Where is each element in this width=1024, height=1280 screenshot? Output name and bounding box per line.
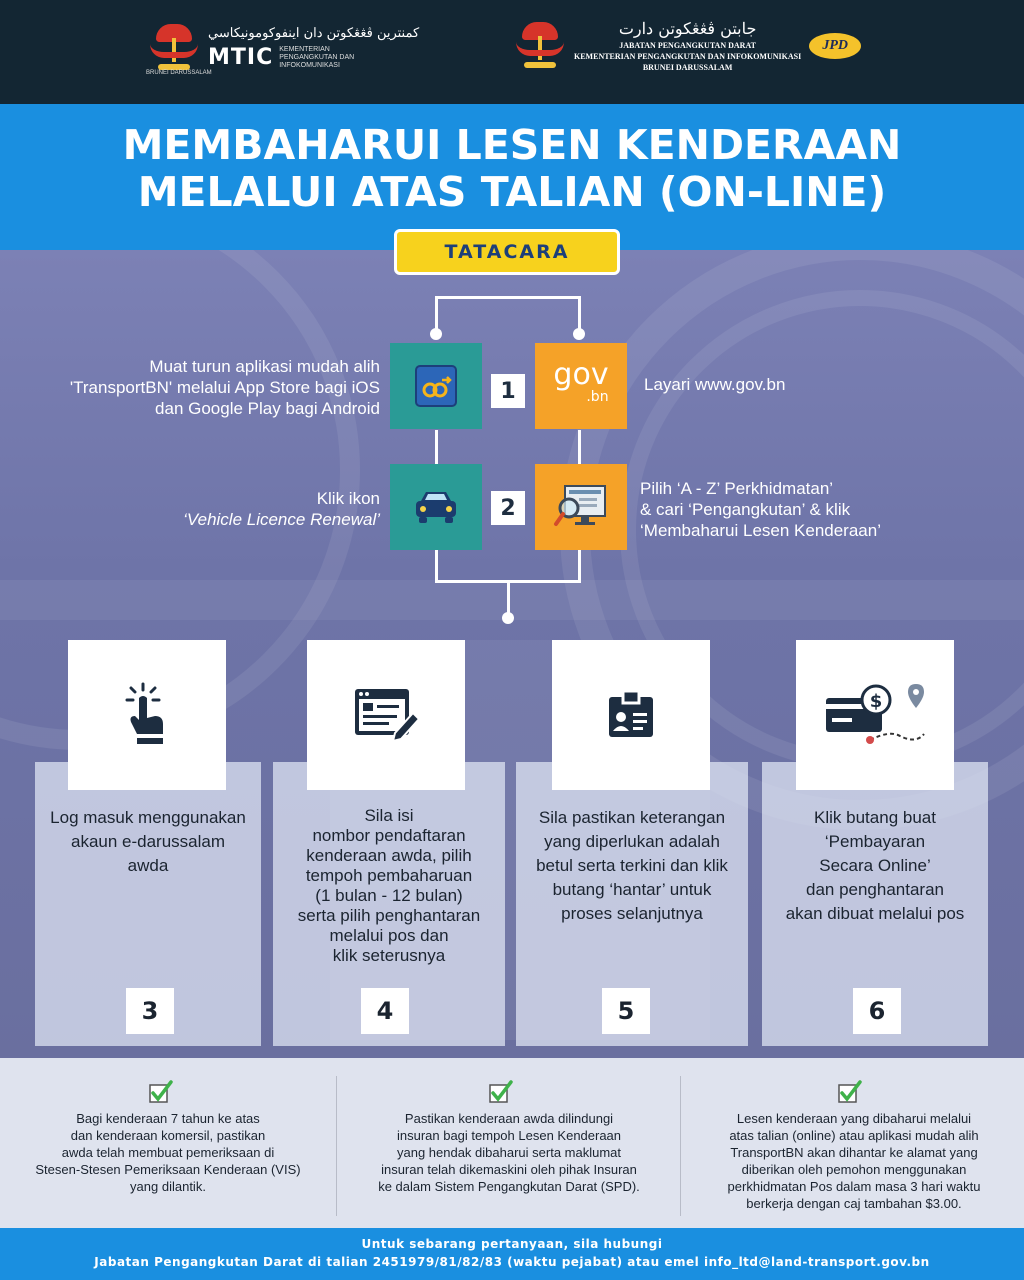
step-number-3: 3 (126, 988, 174, 1034)
app-icon-box (390, 343, 482, 429)
jpd-line1: JABATAN PENGANGKUTAN DARAT (619, 41, 756, 50)
jpd-line2: KEMENTERIAN PENGANGKUTAN DAN INFOKOMUNIK… (574, 52, 802, 61)
crest-caption: BRUNEI DARUSSALAM (146, 70, 212, 76)
gov-logo-box: gov .bn (535, 343, 627, 429)
jpd-badge: JPD (809, 33, 862, 59)
step-number-2: 2 (491, 491, 525, 525)
jpd-jawi: جابتن ڤڠڠكوتن دارت (618, 19, 757, 38)
divider (336, 1076, 337, 1216)
brunei-crest-icon: BRUNEI DARUSSALAM (146, 20, 212, 76)
connector (435, 430, 438, 464)
payment-delivery-icon: $ (826, 684, 925, 744)
title-line-2: MELALUI ATAS TALIAN (ON-LINE) (137, 168, 887, 216)
id-card-icon (609, 689, 653, 737)
form-edit-icon-box (307, 640, 465, 790)
connector-dot (430, 328, 442, 340)
app-icon (415, 365, 457, 407)
step5-text: Sila pastikan keterangan yang diperlukan… (536, 808, 728, 923)
connector-dot (573, 328, 585, 340)
step-number-6: 6 (853, 988, 901, 1034)
step1-right-text: Layari www.gov.bn (644, 375, 786, 394)
connector (578, 550, 581, 582)
step3-text: Log masuk menggunakan akaun e-darussalam… (50, 808, 246, 875)
step2-left-text: Klik ikon ‘Vehicle Licence Renewal’ (183, 489, 380, 529)
mtic-brand: MTIC (208, 45, 274, 70)
checkmark-icon (489, 1080, 513, 1103)
footer-line-1: Untuk sebarang pertanyaan, sila hubungi (361, 1237, 663, 1251)
connector (435, 550, 438, 582)
mtic-logo: BRUNEI DARUSSALAM كمنترين ڤڠڠكوتن دان اي… (146, 20, 420, 76)
car-icon (416, 492, 456, 523)
connector (578, 430, 581, 464)
step4-text: Sila isi nombor pendaftaran kenderaan aw… (297, 806, 481, 965)
note-2: Pastikan kenderaan awda dilindungi insur… (378, 1111, 640, 1194)
svg-text:$: $ (870, 691, 883, 712)
connector (578, 296, 581, 336)
form-edit-icon (355, 689, 421, 743)
id-card-icon-box (552, 640, 710, 790)
mtic-jawi: كمنترين ڤڠڠكوتن دان اينفوكومونيكاسي (208, 26, 420, 41)
checkmark-icon (838, 1080, 862, 1103)
connector-dot (502, 612, 514, 624)
tap-hand-icon-box (68, 640, 226, 790)
connector-top (435, 296, 581, 299)
jpd-line3: BRUNEI DARUSSALAM (642, 63, 733, 72)
title-line-1: MEMBAHARUI LESEN KENDERAAN (122, 121, 902, 169)
step6-text: Klik butang buat ‘Pembayaran Secara Onli… (785, 808, 965, 923)
note-1: Bagi kenderaan 7 tahun ke atas dan kende… (35, 1111, 301, 1194)
footer-line-2: Jabatan Pengangkutan Darat di talian 245… (94, 1255, 930, 1269)
car-icon-box (390, 464, 482, 550)
jpd-logo: جابتن ڤڠڠكوتن دارت JABATAN PENGANGKUTAN … (514, 18, 862, 74)
brunei-crest-icon (514, 18, 566, 74)
page-title: MEMBAHARUI LESEN KENDERAAN MELALUI ATAS … (0, 122, 1024, 216)
divider (680, 1076, 681, 1216)
step-number-4: 4 (361, 988, 409, 1034)
gov-logo: gov .bn (553, 357, 609, 406)
step1-left-text: Muat turun aplikasi mudah alih 'Transpor… (69, 357, 380, 418)
title-band (0, 104, 1024, 250)
step-number-5: 5 (602, 988, 650, 1034)
step-number-1: 1 (491, 374, 525, 408)
footer: Untuk sebarang pertanyaan, sila hubungi … (0, 1228, 1024, 1280)
search-monitor-box (535, 464, 627, 550)
search-monitor-icon (554, 485, 606, 526)
payment-delivery-icon-box: $ (796, 640, 954, 790)
checkmark-icon (149, 1080, 173, 1103)
connector (435, 296, 438, 336)
mtic-subtitle: KEMENTERIAN PENGANGKUTAN DAN INFOKOMUNIK… (279, 45, 355, 69)
note-3: Lesen kenderaan yang dibaharui melalui a… (727, 1111, 981, 1211)
connector (507, 580, 510, 616)
tatacara-label: TATACARA (394, 229, 620, 275)
step2-right-text: Pilih ‘A - Z’ Perkhidmatan’ & cari ‘Peng… (640, 479, 881, 540)
tap-hand-icon (125, 682, 163, 744)
